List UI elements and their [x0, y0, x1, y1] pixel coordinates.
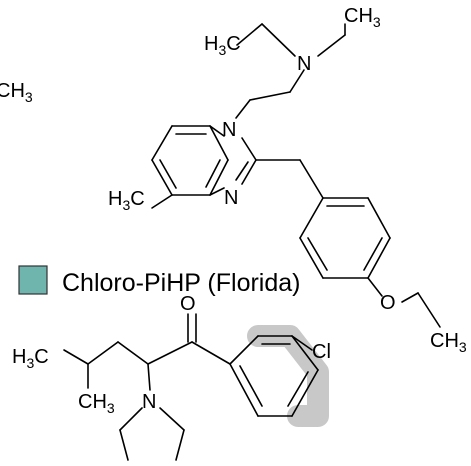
n-pyrrolidine-label: N [142, 391, 156, 413]
legend-swatch [18, 265, 48, 295]
bond [236, 23, 263, 46]
bond [287, 371, 309, 407]
bond [63, 349, 89, 365]
ch3-top-label: CH3 [344, 5, 381, 30]
bond [239, 365, 263, 407]
bond [289, 69, 305, 93]
bond [229, 363, 259, 417]
top-molecule: CH3 H3C N CH3 H3C N N [0, 5, 467, 355]
bond [151, 194, 173, 209]
bond [249, 91, 291, 101]
bond [159, 407, 185, 431]
h3c-bottom-label: H3C [12, 346, 49, 371]
bond [209, 187, 225, 196]
bond [235, 161, 249, 181]
bond [241, 137, 257, 161]
n1-ring-label: N [222, 119, 236, 141]
bond [229, 335, 259, 365]
bond [87, 341, 119, 365]
bond [151, 159, 173, 196]
bond [119, 407, 143, 431]
bond [235, 99, 251, 119]
bottom-molecule: O H3C CH3 N Cl [12, 293, 331, 461]
bond [159, 159, 177, 189]
legend-label: Chloro-PiHP (Florida) [62, 269, 301, 297]
bond [205, 159, 221, 188]
cl-label: Cl [312, 341, 331, 363]
bond [299, 237, 324, 279]
bond [119, 429, 129, 461]
bond [147, 363, 151, 391]
n-imine-label: N [224, 187, 238, 209]
partial-ch3-label: CH3 [0, 80, 33, 105]
legend: Chloro-PiHP (Florida) [18, 265, 301, 297]
bond [367, 277, 383, 297]
bond [117, 341, 149, 365]
bond [299, 159, 324, 199]
bond [241, 159, 257, 185]
ch3-mid-label: CH3 [78, 391, 115, 416]
ch3-ether-label: CH3 [430, 330, 467, 355]
n-amine-label: N [297, 53, 311, 75]
bond [209, 125, 229, 161]
bond [261, 23, 296, 57]
bond [209, 125, 225, 137]
bond [191, 341, 231, 365]
o-ether-label: O [380, 292, 396, 314]
bond [291, 335, 319, 371]
bond [209, 159, 229, 196]
bond [307, 237, 328, 271]
bond [401, 292, 419, 303]
bond [147, 341, 193, 365]
bond [175, 429, 185, 461]
bond [291, 369, 319, 417]
o-ketone-label: O [180, 293, 196, 315]
bond [417, 292, 441, 328]
h3c-top-label: H3C [204, 33, 241, 58]
bond [291, 335, 313, 351]
bond [367, 197, 391, 239]
bond [151, 125, 173, 161]
bond [299, 197, 324, 239]
bond [317, 34, 346, 57]
h3c-benz-label: H3C [108, 188, 145, 213]
bond [367, 237, 391, 279]
bond [363, 237, 383, 271]
